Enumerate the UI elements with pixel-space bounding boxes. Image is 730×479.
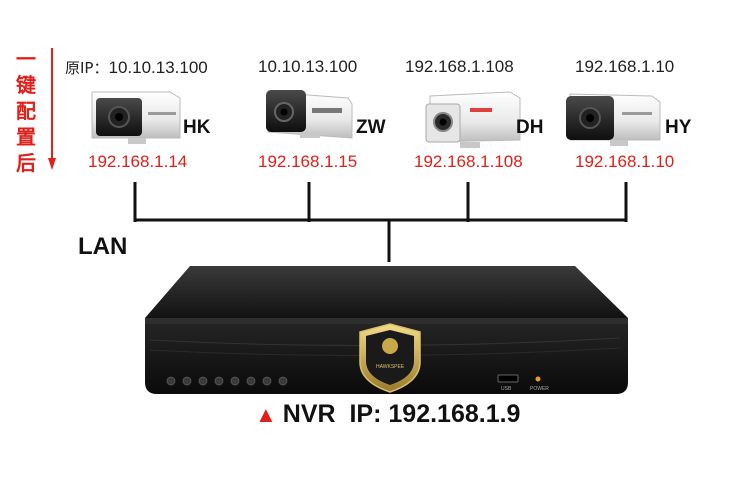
camera-dh-brand: DH [516, 117, 544, 138]
triangle-icon: ▲ [255, 402, 277, 427]
camera-zw-brand: ZW [356, 117, 386, 138]
lan-label: LAN [78, 233, 128, 260]
camera-hy-original-ip: 192.168.1.10 [575, 57, 675, 76]
camera-zw-original-ip: 10.10.13.100 [258, 57, 358, 76]
after-config-label: 一 键 配 置 后 [4, 46, 48, 176]
camera-hy-icon [566, 93, 661, 146]
lan-wiring [133, 182, 628, 262]
camera-zw-new-ip: 192.168.1.15 [258, 152, 358, 171]
nvr-caption: ▲NVR IP: 192.168.1.9 [255, 400, 520, 429]
nvr-ip-value: 192.168.1.9 [388, 400, 521, 428]
down-arrow-icon [48, 48, 56, 170]
nvr-label: NVR [282, 400, 336, 428]
usb-port-icon [497, 374, 519, 383]
after-config-char: 后 [16, 151, 36, 175]
after-config-char: 置 [16, 125, 36, 149]
original-ip-prefix: 原IP： [65, 59, 109, 77]
camera-zw-icon [266, 90, 353, 139]
nvr-ip-label: IP: [349, 400, 382, 428]
nvr-device [145, 266, 628, 394]
after-config-char: 键 [16, 73, 36, 97]
power-label: POWER [530, 386, 549, 392]
camera-dh-original-ip: 192.168.1.108 [405, 57, 514, 76]
camera-hk-brand: HK [183, 117, 211, 138]
power-led-icon [535, 376, 541, 382]
camera-hk-new-ip: 192.168.1.14 [88, 152, 188, 171]
camera-hy-new-ip: 192.168.1.10 [575, 152, 675, 171]
after-config-char: 一 [16, 47, 36, 71]
after-config-char: 配 [16, 99, 36, 123]
original-ip-value: 10.10.13.100 [108, 58, 208, 77]
camera-dh-icon [425, 91, 521, 148]
usb-label: USB [501, 386, 512, 392]
nvr-badge-text: HAWKSPEE [376, 364, 405, 370]
nvr-front-buttons [166, 376, 288, 386]
camera-hk-icon [91, 91, 181, 144]
nvr-shield-icon [359, 323, 421, 393]
camera-dh-new-ip: 192.168.1.108 [414, 152, 523, 171]
camera-hk-original-ip: 原IP：10.10.13.100 [65, 57, 208, 78]
camera-hy-brand: HY [665, 117, 692, 138]
